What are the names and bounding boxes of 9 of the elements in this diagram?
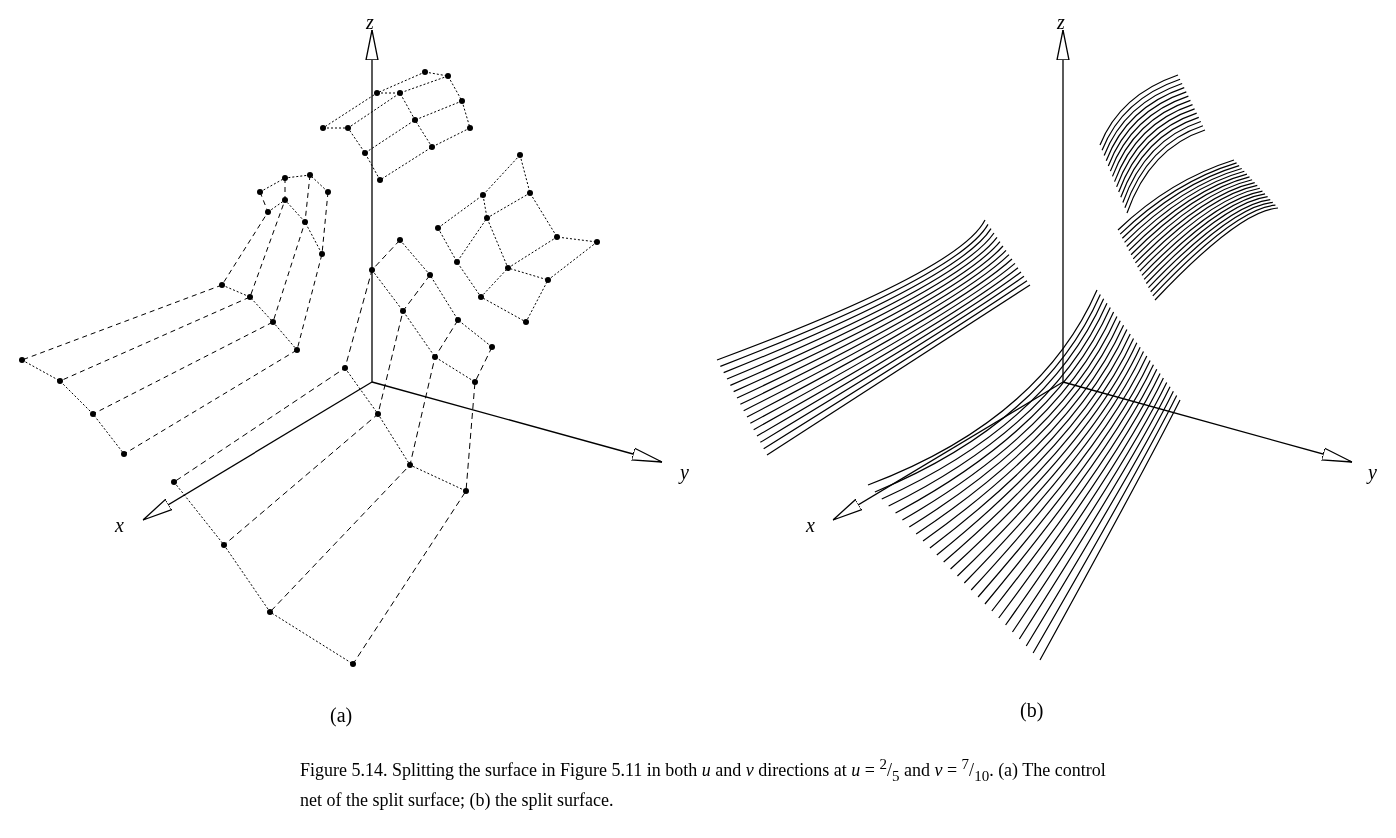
axis-label: x bbox=[115, 515, 124, 535]
axis-label: y bbox=[680, 462, 689, 482]
panel-label: (a) bbox=[330, 705, 353, 725]
axis-label: z bbox=[366, 12, 374, 32]
axis-label: x bbox=[806, 515, 815, 535]
axis-label: y bbox=[1368, 462, 1377, 482]
axis-label: z bbox=[1057, 12, 1065, 32]
figure-caption: Figure 5.14. Splitting the surface in Figure 5.11 in both u and v directions at u = $^{2}$/$_{5}$ and v = $^{7}$/$_{10}$. (a) The control net of the split surface; (b) the split surface. bbox=[300, 755, 1107, 812]
panel-label: (b) bbox=[1020, 700, 1044, 720]
